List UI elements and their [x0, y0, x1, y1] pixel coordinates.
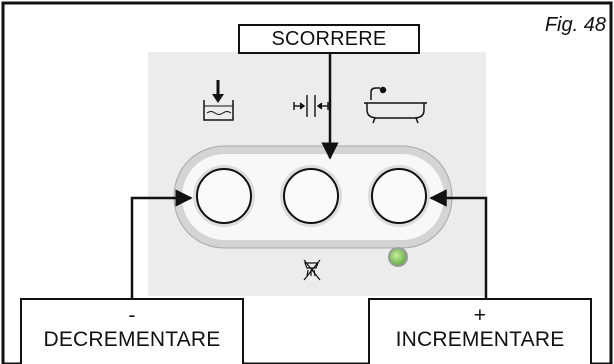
status-led [388, 247, 408, 267]
scroll-label: SCORRERE [238, 24, 420, 54]
fill-tub-icon [203, 80, 234, 121]
increment-button[interactable] [368, 165, 430, 227]
decrement-symbol: - [128, 304, 136, 327]
decrement-label-box: - DECREMENTARE [20, 298, 244, 364]
scroll-button[interactable] [280, 165, 342, 227]
increment-arrow [429, 189, 488, 298]
flow-adjust-icon [293, 95, 329, 117]
increment-symbol: + [473, 304, 487, 327]
no-shower-icon [303, 259, 321, 281]
figure-caption: Fig. 48 [544, 14, 606, 36]
bathtub-icon [364, 86, 427, 124]
increment-label: INCREMENTARE [395, 328, 565, 351]
decrement-label: DECREMENTARE [43, 328, 221, 351]
increment-label-box: + INCREMENTARE [368, 298, 592, 364]
decrement-button[interactable] [193, 165, 255, 227]
decrement-arrow [130, 189, 193, 298]
